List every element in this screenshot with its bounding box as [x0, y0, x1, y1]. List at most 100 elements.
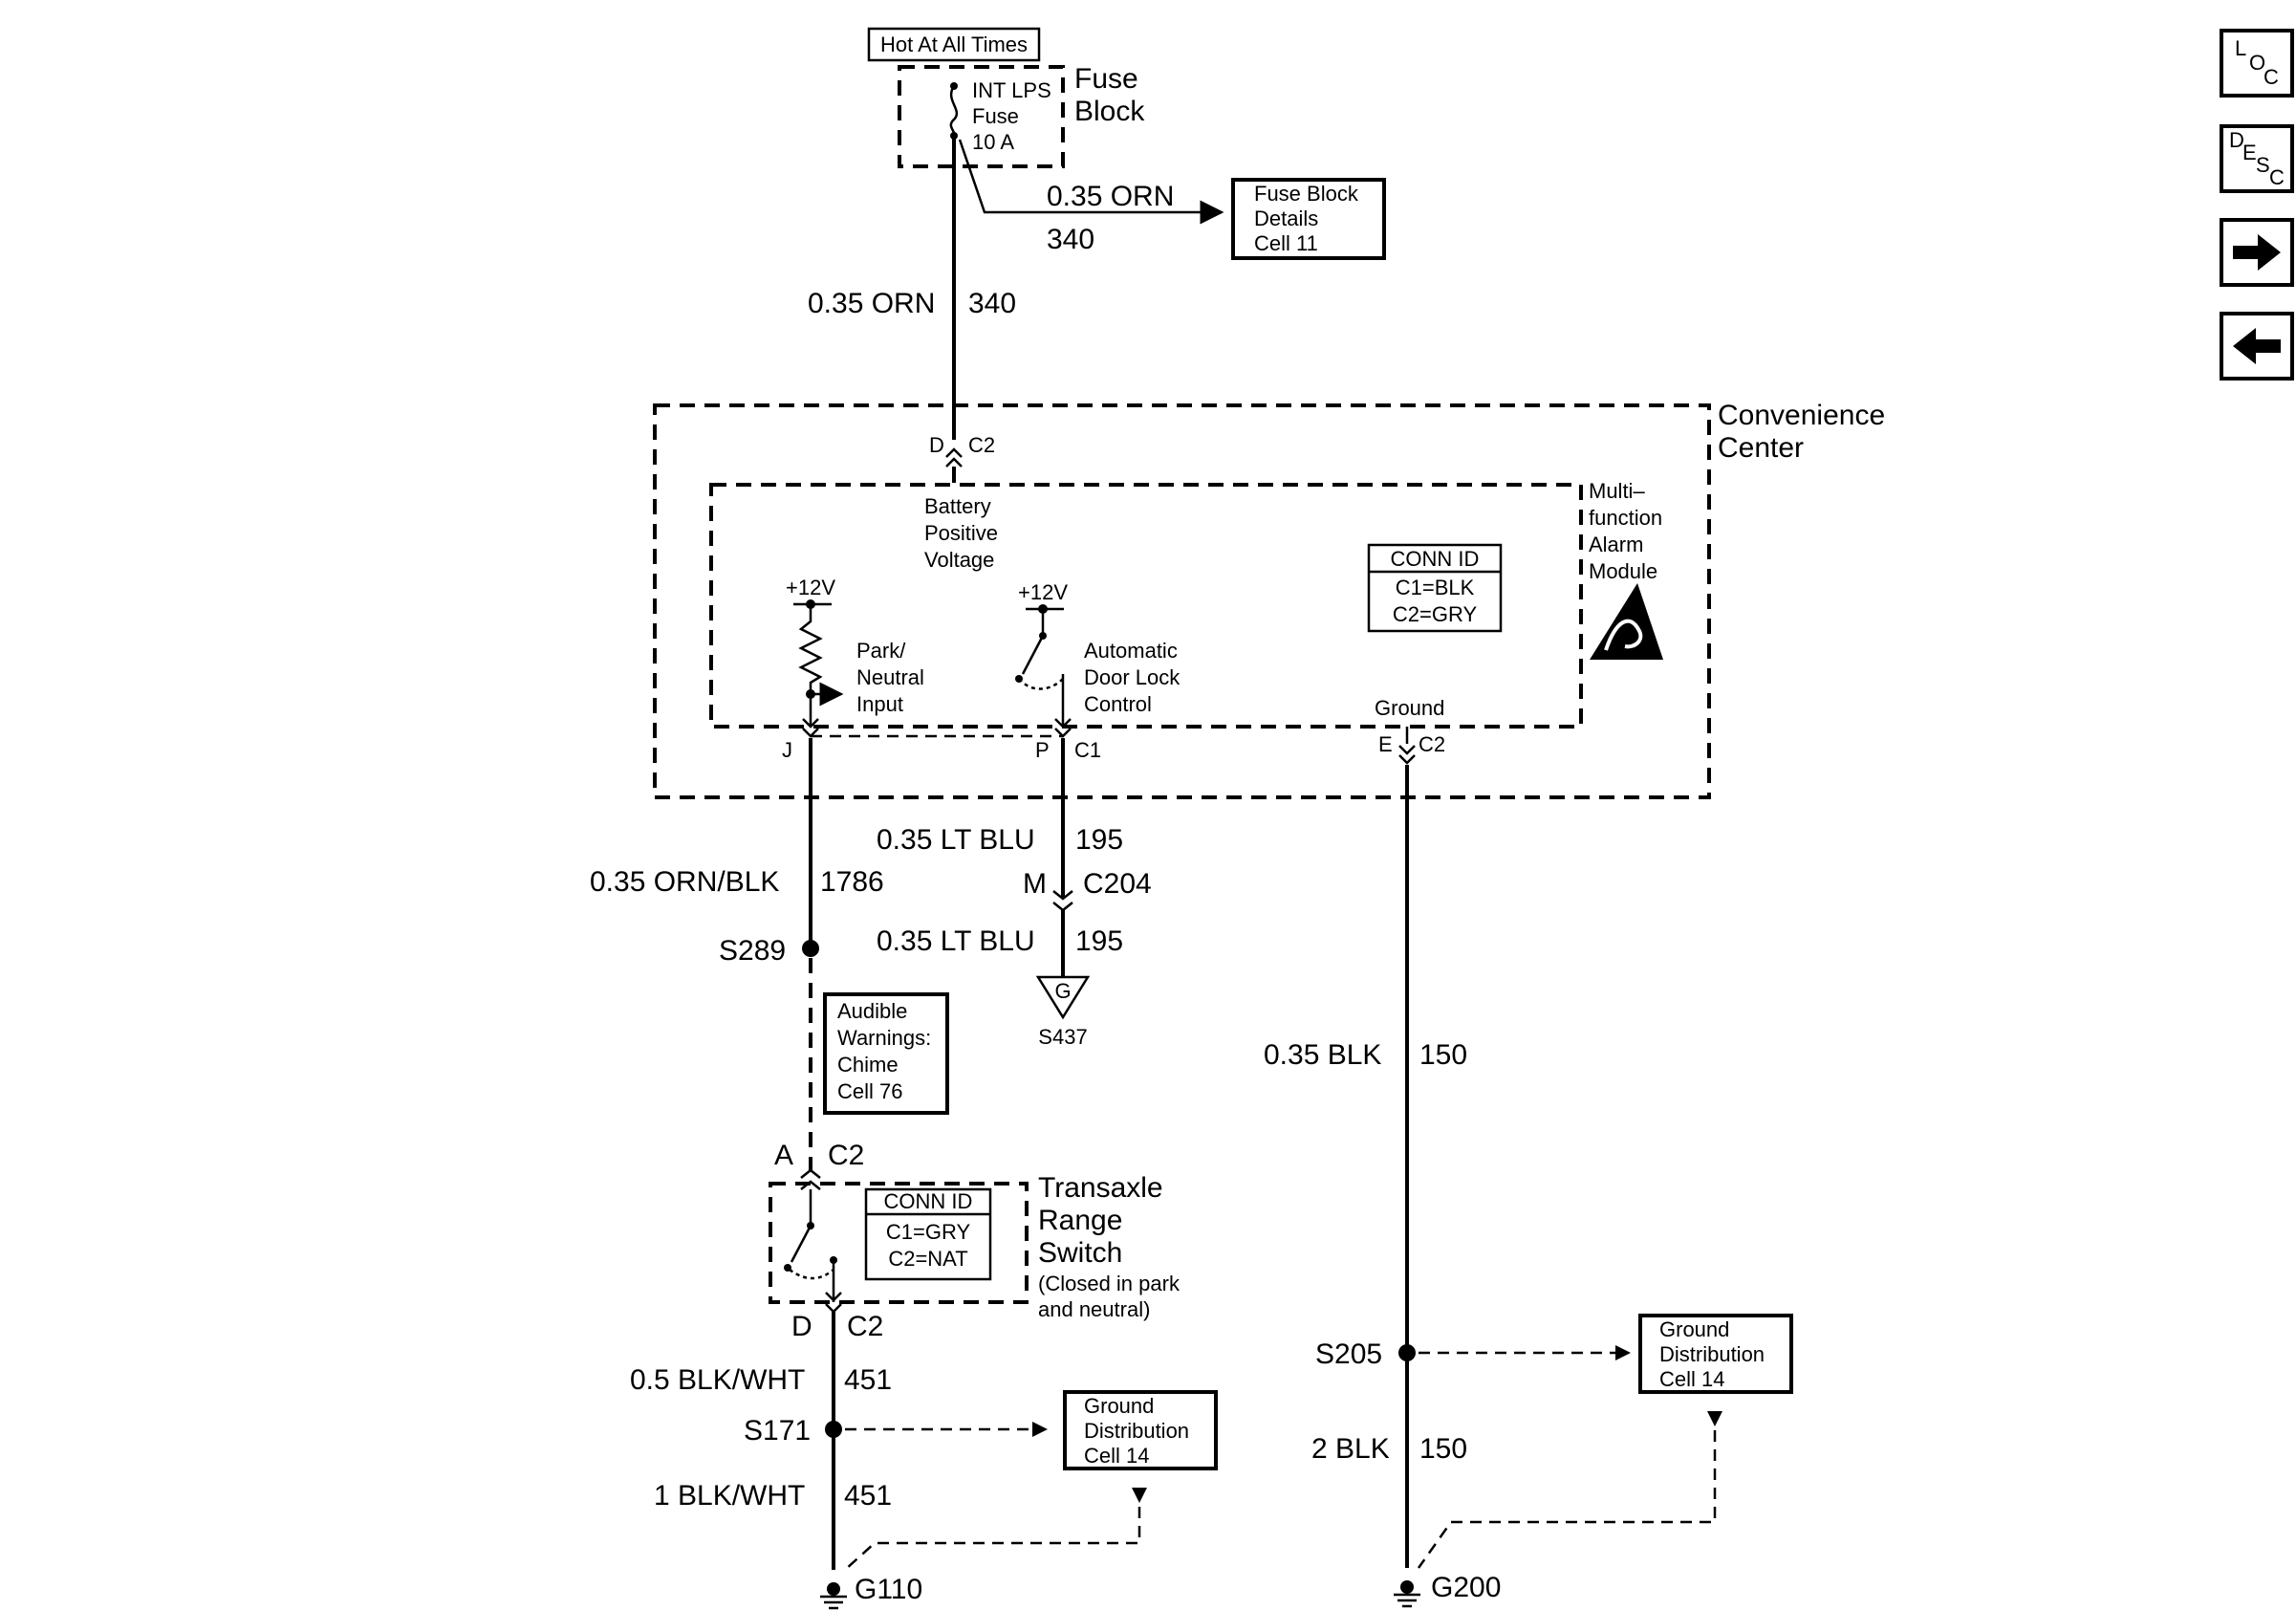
door-conn: C1 [1074, 738, 1101, 762]
fuse-icon [949, 82, 959, 140]
pullup-resistor [798, 604, 823, 727]
convenience-center-outline [653, 403, 1711, 799]
v12-left-label: +12V [786, 576, 835, 599]
wire-195-upper-circuit: 195 [1075, 824, 1123, 856]
splice-s289 [802, 940, 819, 957]
tr-top-connector-symbol [800, 1168, 821, 1190]
door-pin: P [1035, 738, 1050, 762]
previous-page-button[interactable] [2220, 312, 2294, 381]
c204-name: C204 [1083, 868, 1152, 900]
splice-s171-label: S171 [744, 1415, 811, 1447]
loc-letter-2: O [2249, 51, 2265, 75]
wire-340-branch-circuit: 340 [1047, 224, 1094, 255]
s205-ref-arrow [1615, 1345, 1631, 1360]
g200-ref-arrow [1707, 1411, 1722, 1426]
wire-451-upper-color: 0.5 BLK/WHT [630, 1364, 805, 1396]
hot-at-all-times-box [867, 27, 1041, 62]
battery-conn: C2 [968, 433, 995, 457]
tr-top-pin: A [774, 1140, 793, 1171]
module-conn-id-title: CONN ID [1391, 547, 1480, 571]
ground-pin: E [1378, 732, 1393, 756]
wire-340-color: 0.35 ORN [808, 288, 935, 319]
alarm-module-outline [709, 483, 1583, 729]
desc-letter-3: S [2256, 153, 2270, 177]
loc-letter-1: L [2235, 36, 2246, 60]
desc-letter-2: E [2242, 141, 2257, 164]
desc-button[interactable]: D E S C [2220, 124, 2294, 193]
wire-451-lower-circuit: 451 [844, 1480, 892, 1512]
loc-letter-3: C [2264, 65, 2279, 89]
switch-link [1018, 678, 1064, 690]
wire-195-lower-color: 0.35 LT BLU [877, 925, 1035, 957]
wire-1786-color: 0.35 ORN/BLK [590, 866, 779, 898]
tr-conn-id-line-1: C1=GRY [886, 1220, 971, 1244]
park-pin: J [782, 738, 792, 762]
wire-150-upper-color: 0.35 BLK [1264, 1039, 1381, 1071]
hot-at-all-times-label: Hot At All Times [880, 33, 1028, 56]
g200-ref-dashed [1417, 1430, 1717, 1569]
wire-340-circuit: 340 [968, 288, 1016, 319]
tr-switch-link [789, 1268, 834, 1280]
desc-letter-1: D [2229, 128, 2244, 152]
transaxle-switch-outline [769, 1182, 1029, 1304]
c204-pin: M [1023, 868, 1047, 900]
v12-right-label: +12V [1018, 580, 1068, 604]
s437-symbol-letter: G [1054, 979, 1071, 1003]
module-conn-id-box [1367, 543, 1503, 633]
tr-conn-id-line-2: C2=NAT [888, 1247, 967, 1271]
esd-warning-icon [1590, 583, 1663, 660]
ground-connector-symbol [1398, 745, 1416, 765]
splice-s205 [1398, 1344, 1416, 1361]
tr-switch-output-node [830, 1256, 837, 1264]
g110-ref-dashed [844, 1507, 1141, 1571]
splice-s171 [825, 1421, 842, 1438]
battery-pin: D [929, 433, 944, 457]
loc-button[interactable]: L O C [2220, 29, 2294, 98]
wire-1786-circuit: 1786 [820, 866, 884, 898]
fuse-block-outline [898, 65, 1065, 168]
wire-340-branch-color: 0.35 ORN [1047, 181, 1174, 212]
wire-195-upper-color: 0.35 LT BLU [877, 824, 1035, 856]
battery-connector-symbol [945, 447, 963, 468]
module-conn-id-line-1: C1=BLK [1396, 576, 1475, 599]
tr-switch-blade [790, 1225, 812, 1263]
wire-150-upper-circuit: 150 [1419, 1039, 1467, 1071]
next-page-button[interactable] [2220, 218, 2294, 287]
ground-distribution-right-ref[interactable] [1638, 1314, 1793, 1394]
tr-conn-id-box [864, 1187, 992, 1281]
tr-conn-id-title: CONN ID [884, 1189, 973, 1213]
arrow-right-icon [2233, 234, 2281, 271]
wire-451-lower-color: 1 BLK/WHT [654, 1480, 805, 1512]
ground-conn: C2 [1419, 732, 1445, 756]
wire-195-lower-circuit: 195 [1075, 925, 1123, 957]
door-switch-blade [1021, 635, 1045, 675]
s171-ref-arrow [1032, 1422, 1048, 1437]
audible-warnings-ref[interactable] [823, 992, 949, 1115]
tr-bottom-conn: C2 [847, 1311, 883, 1342]
wire-150-lower-circuit: 150 [1419, 1433, 1467, 1465]
splice-s437-label: S437 [1038, 1025, 1087, 1049]
wire-340-branch [958, 139, 1224, 225]
tr-bottom-pin: D [791, 1311, 812, 1342]
wire-451-upper-circuit: 451 [844, 1364, 892, 1396]
arrow-left-icon [2233, 328, 2281, 364]
g110-ground-icon [820, 1582, 847, 1610]
ground-g200-label: G200 [1431, 1572, 1501, 1603]
desc-letter-4: C [2269, 165, 2285, 189]
tr-top-conn: C2 [828, 1140, 864, 1171]
ground-distribution-left-ref[interactable] [1063, 1390, 1218, 1470]
fuse-block-details-ref[interactable] [1231, 178, 1386, 260]
